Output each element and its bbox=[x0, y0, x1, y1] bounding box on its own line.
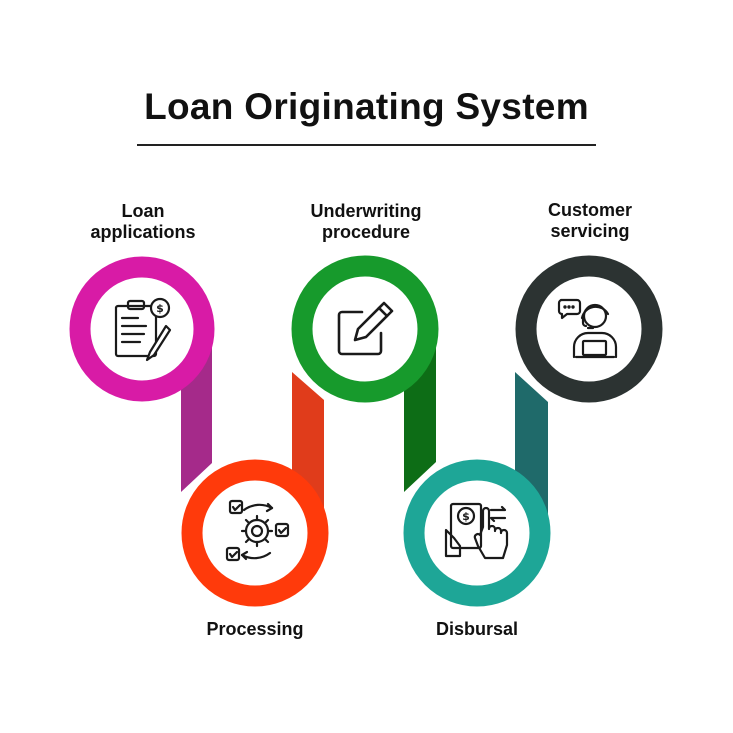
stage-underwriting-procedure bbox=[291, 255, 439, 403]
label-line: Underwriting bbox=[310, 201, 422, 221]
label-line: Customer bbox=[547, 200, 632, 220]
stage-ring bbox=[181, 459, 329, 607]
svg-text:$: $ bbox=[156, 302, 164, 315]
stage-label-underwriting-procedure: Underwriting procedure bbox=[280, 201, 452, 243]
gear-cycle-checklist-icon bbox=[225, 499, 290, 562]
label-line: servicing bbox=[550, 221, 630, 241]
edit-pencil-icon bbox=[337, 301, 394, 356]
stage-ring bbox=[291, 255, 439, 403]
clipboard-dollar-icon: $ bbox=[114, 297, 172, 362]
stage-processing bbox=[181, 459, 329, 607]
label-line: Processing bbox=[206, 619, 304, 639]
title-underline bbox=[137, 144, 596, 146]
stage-customer-servicing bbox=[515, 255, 663, 403]
label-line: procedure bbox=[321, 222, 411, 242]
label-line: Loan bbox=[121, 201, 165, 221]
stage-ring bbox=[403, 459, 551, 607]
svg-text:$: $ bbox=[462, 510, 470, 523]
label-line: applications bbox=[90, 222, 196, 242]
stage-label-processing: Processing bbox=[180, 619, 330, 640]
hand-tap-money-icon: $ bbox=[444, 502, 509, 560]
stage-disbursal: $ bbox=[403, 459, 551, 607]
stage-loan-applications: $ bbox=[69, 256, 215, 402]
customer-support-agent-icon bbox=[557, 298, 618, 359]
stage-ring bbox=[69, 256, 215, 402]
stage-label-disbursal: Disbursal bbox=[402, 619, 552, 640]
label-line: Disbursal bbox=[435, 619, 519, 639]
stage-label-customer-servicing: Customer servicing bbox=[515, 200, 665, 242]
stage-label-loan-applications: Loan applications bbox=[68, 201, 218, 243]
diagram-title: Loan Originating System bbox=[144, 86, 589, 127]
